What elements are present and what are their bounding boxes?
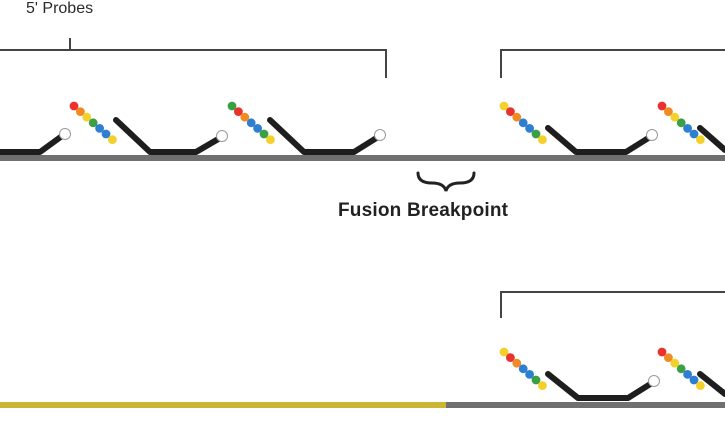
probe-bead	[512, 358, 522, 368]
probe-bead	[76, 107, 85, 116]
fusion-breakpoint-label: Fusion Breakpoint	[338, 200, 509, 221]
probe-bead	[531, 375, 541, 385]
probe-bead	[82, 112, 92, 122]
probe-bead	[531, 129, 541, 139]
probe-bead	[506, 353, 515, 362]
probe-bead	[518, 118, 528, 128]
probe-bead	[499, 347, 509, 357]
probe-bead	[227, 101, 237, 111]
probe-bead	[657, 101, 667, 111]
probe-arm	[113, 117, 223, 155]
probe-arm	[0, 133, 65, 155]
probe-arm	[697, 371, 725, 397]
probe-end-cap	[648, 375, 660, 387]
probe-bead	[234, 107, 243, 116]
probe-bead	[538, 135, 547, 145]
three-prime-probes-bracket-bottom	[500, 291, 725, 318]
probe-bead	[664, 353, 673, 362]
probe-bead	[689, 375, 699, 385]
probe-bead	[525, 370, 534, 379]
probe-bead	[108, 135, 117, 145]
probe-bead	[676, 118, 686, 128]
probe-bead	[88, 118, 98, 128]
fusion-breakpoint-brace	[416, 171, 476, 192]
bottom-dna-strand-yellow	[0, 402, 446, 408]
probe-bead	[499, 101, 509, 111]
probe-arm	[545, 125, 653, 155]
probe-bead	[95, 123, 104, 133]
five-prime-probes-bracket	[0, 38, 387, 78]
probe-arm	[697, 125, 725, 153]
probe-end-cap	[216, 130, 228, 142]
probe-bead	[506, 107, 515, 116]
probe-end-cap	[646, 129, 658, 141]
probe-bead	[657, 347, 667, 357]
probe-bead	[266, 135, 275, 145]
probe-bead	[670, 112, 680, 122]
probe-bead	[518, 364, 528, 374]
probe-bead	[525, 123, 534, 133]
probe-bead	[696, 381, 705, 390]
top-dna-strand	[0, 155, 725, 161]
probe-bead	[696, 135, 705, 145]
probe-arm	[545, 371, 655, 401]
probe-bead	[246, 118, 256, 128]
probe-bead	[683, 123, 692, 133]
probe-arm	[267, 117, 381, 155]
three-prime-probes-bracket-top	[500, 49, 725, 78]
probe-bead	[676, 364, 686, 374]
probe-bead	[670, 358, 680, 368]
probe-bead	[253, 123, 262, 133]
probe-bead	[259, 129, 269, 139]
probe-end-cap	[59, 128, 71, 140]
probe-bead	[683, 370, 692, 379]
five-prime-probes-label: 5' Probes	[26, 0, 94, 17]
probe-bead	[101, 129, 111, 139]
probe-bead	[689, 129, 699, 139]
probe-bead	[69, 101, 79, 111]
probe-end-cap	[374, 129, 386, 141]
probe-bead	[512, 112, 522, 122]
probe-bead	[538, 381, 547, 390]
probe-bead	[240, 112, 250, 122]
bottom-dna-strand-gray	[446, 402, 725, 408]
probe-bead	[664, 107, 673, 116]
